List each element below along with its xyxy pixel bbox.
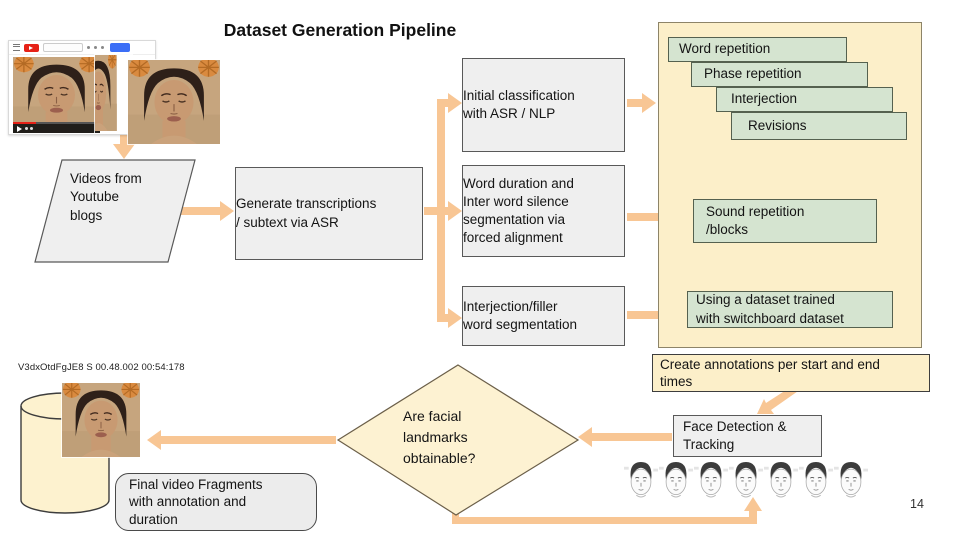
- youtube-logo-icon[interactable]: [24, 43, 39, 52]
- node-label: Interjection/filler word segmentation: [463, 298, 578, 332]
- tracked-face-sketch: [624, 456, 658, 504]
- youtube-toolbar: [9, 41, 155, 55]
- node-face-detection: Face Detection & Tracking: [673, 415, 822, 457]
- class-label: Using a dataset trained with switchboard…: [696, 292, 844, 326]
- arrow-videos-to-generate: [171, 201, 234, 221]
- node-videos-from-youtube: Videos from Youtube blogs: [30, 158, 200, 264]
- parallelogram-shape: [34, 159, 196, 263]
- next-icon[interactable]: [25, 127, 28, 130]
- class-word-repetition: Word repetition: [668, 37, 847, 62]
- node-word-duration: Word duration and Inter word silence seg…: [462, 165, 625, 257]
- tracked-face-sketch: [729, 456, 763, 504]
- node-generate-transcriptions: Generate transcriptions / subtext via AS…: [235, 167, 423, 260]
- class-label: Word repetition: [679, 41, 771, 57]
- class-sound-repetition: Sound repetition /blocks: [693, 199, 877, 243]
- arrow-decision-to-strip-elbow: [452, 497, 762, 524]
- class-switchboard-dataset: Using a dataset trained with switchboard…: [687, 291, 893, 328]
- node-final-fragments: Final video Fragments with annotation an…: [115, 473, 317, 531]
- node-label: Videos from Youtube blogs: [70, 171, 142, 223]
- tracked-face-sketch: [834, 456, 868, 504]
- page-number: 14: [910, 497, 924, 511]
- progress-bar[interactable]: [13, 122, 100, 124]
- apps-icon[interactable]: [94, 46, 97, 49]
- clip-id-label: V3dxOtdFgJE8 S 00.48.002 00:54:178: [18, 362, 185, 373]
- node-label: Face Detection & Tracking: [683, 419, 787, 452]
- diamond-shape: [336, 364, 580, 516]
- arrow-initial-to-panel: [627, 93, 656, 113]
- play-icon[interactable]: [17, 126, 22, 132]
- arrow-decision-to-database: [147, 430, 336, 450]
- clip-face-photo: [62, 383, 140, 457]
- tracked-face-sketch: [659, 456, 693, 504]
- class-label: Revisions: [748, 117, 807, 133]
- node-create-annotations: Create annotations per start and end tim…: [652, 354, 930, 392]
- tracked-face-sketch: [764, 456, 798, 504]
- menu-icon[interactable]: [13, 44, 20, 51]
- volume-icon[interactable]: [30, 127, 33, 130]
- class-interjection: Interjection: [716, 87, 893, 112]
- video-thumbnail: [95, 55, 132, 133]
- face-tracking-strip: [624, 456, 868, 504]
- node-initial-classification: Initial classification with ASR / NLP: [462, 58, 625, 152]
- page-title: Dataset Generation Pipeline: [223, 20, 457, 40]
- arrow-generate-feed: [424, 207, 441, 215]
- youtube-video-player[interactable]: [13, 57, 100, 133]
- node-label: Initial classification with ASR / NLP: [463, 87, 575, 121]
- node-label: Generate transcriptions / subtext via AS…: [236, 196, 377, 230]
- class-label: Sound repetition /blocks: [706, 203, 805, 237]
- arrow-facedetect-to-decision: [578, 427, 672, 447]
- class-label: Phase repetition: [704, 66, 802, 82]
- tracked-face-sketch: [799, 456, 833, 504]
- class-revisions: Revisions: [731, 112, 907, 140]
- sign-in-button[interactable]: [110, 43, 130, 52]
- node-label: Final video Fragments with annotation an…: [129, 476, 263, 527]
- arrow-trunk: [437, 99, 445, 322]
- arrow-trunk-to-initial: [437, 93, 462, 113]
- search-input[interactable]: [43, 43, 83, 52]
- more-icon[interactable]: [101, 46, 104, 49]
- decision-facial-landmarks: Are facial landmarks obtainable?: [333, 360, 583, 520]
- node-interjection-filler: Interjection/filler word segmentation: [462, 286, 625, 346]
- node-label: Word duration and Inter word silence seg…: [463, 176, 574, 245]
- node-label: Create annotations per start and end tim…: [660, 357, 880, 389]
- tracked-face-sketch: [694, 456, 728, 504]
- class-label: Interjection: [731, 91, 798, 107]
- arrow-thumbnails-to-videos: [113, 133, 135, 159]
- video-thumbnail: [128, 60, 220, 144]
- arrow-trunk-to-interjection: [437, 308, 462, 328]
- player-controls[interactable]: [13, 122, 100, 133]
- arrow-interjection-to-switchboard: [627, 305, 685, 325]
- class-phase-repetition: Phase repetition: [691, 62, 868, 87]
- videocam-icon[interactable]: [87, 46, 90, 49]
- arrow-trunk-to-wordduration: [443, 201, 462, 221]
- decision-label: Are facial landmarks obtainable?: [403, 408, 476, 466]
